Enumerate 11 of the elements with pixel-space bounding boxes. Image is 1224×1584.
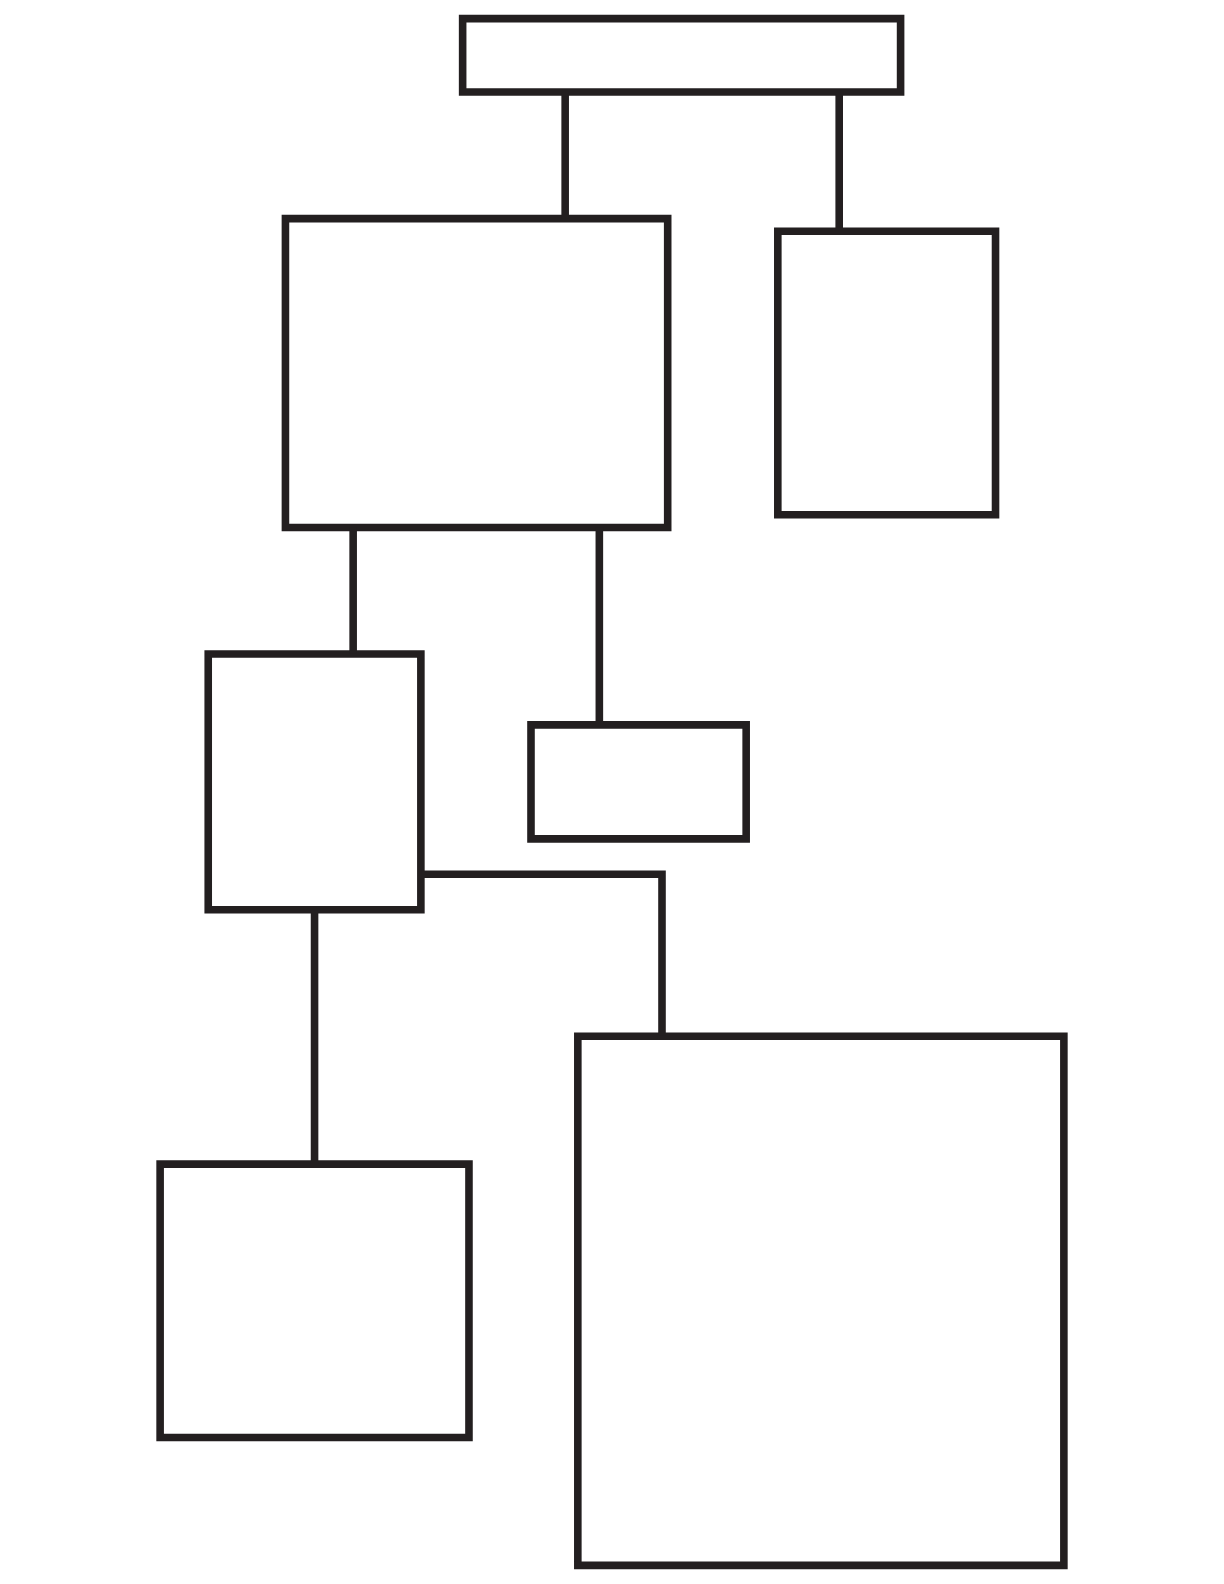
- connector: [349, 527, 357, 654]
- node-box: [156, 1160, 473, 1442]
- node-box: [574, 1032, 1068, 1570]
- node-box: [774, 227, 1000, 519]
- node-box: [281, 214, 672, 532]
- node-box: [458, 14, 905, 96]
- connector: [421, 870, 666, 1036]
- connector: [310, 910, 319, 1165]
- node-box: [204, 650, 425, 914]
- connector: [835, 93, 843, 231]
- node-box: [527, 721, 750, 843]
